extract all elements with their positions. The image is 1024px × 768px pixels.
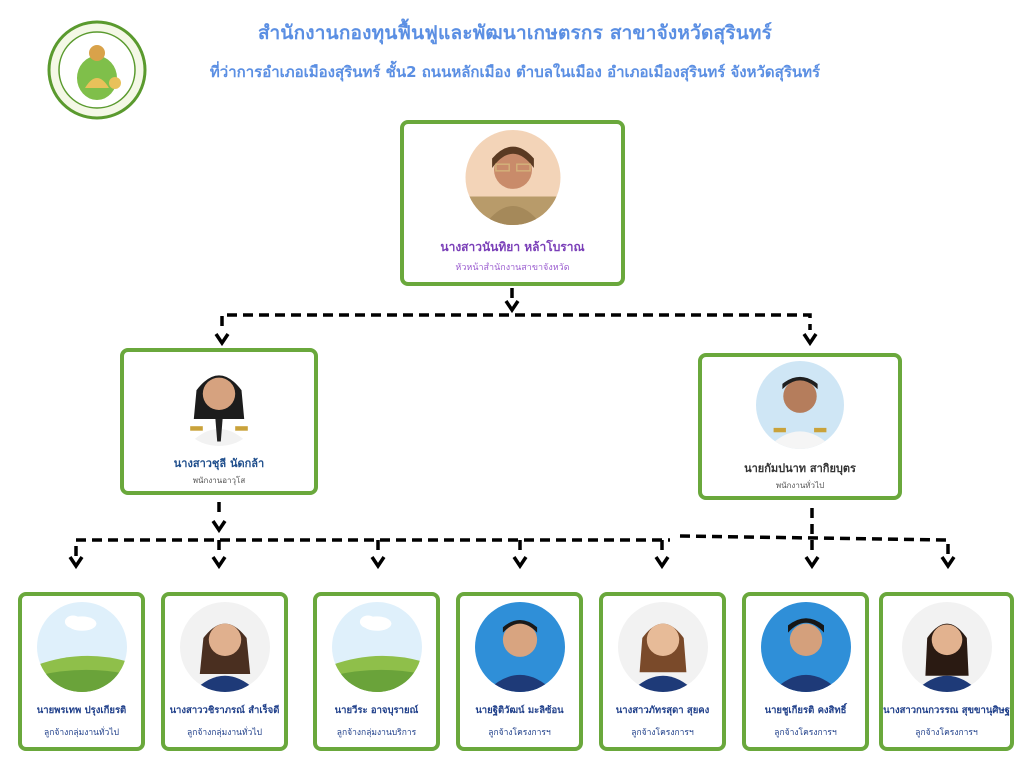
person-photo-icon xyxy=(760,602,851,692)
person-photo-icon xyxy=(901,602,992,692)
organization-logo xyxy=(40,18,155,123)
staff-name: นายฐิติวัฒน์ มะลิซ้อน xyxy=(475,705,564,716)
staff-name: นายชูเกียรติ คงสิทธิ์ xyxy=(764,705,847,716)
card-level3: นางสาวภัทรสุดา สุยคง ลูกจ้างโครงการฯ xyxy=(599,592,726,751)
card-level3: นางสาวกนกวรรณ สุขขานุศิษฐ ลูกจ้างโครงการ… xyxy=(879,592,1014,751)
staff-role: ลูกจ้างโครงการฯ xyxy=(488,728,551,738)
person-photo-icon xyxy=(179,602,270,692)
staff-role: ลูกจ้างโครงการฯ xyxy=(915,728,978,738)
level2-role: พนักงานอาวุโส xyxy=(192,476,246,485)
head-role: หัวหน้าสำนักงานสาขาจังหวัด xyxy=(455,263,570,273)
person-photo-icon xyxy=(756,361,844,449)
card-level3: นายวีระ อาจบุรายณ์ ลูกจ้างกลุ่มงานบริการ xyxy=(313,592,440,751)
head-name: นางสาวนันทิยา หล้าโบราณ xyxy=(440,240,585,254)
level2-name: นายกัมปนาท สากิยบุตร xyxy=(744,462,856,475)
page-address: ที่ว่าการอำเภอเมืองสุรินทร์ ชั้น2 ถนนหลั… xyxy=(209,63,821,81)
staff-role: ลูกจ้างโครงการฯ xyxy=(631,728,694,738)
person-photo-icon xyxy=(174,356,264,446)
person-photo-icon xyxy=(474,602,565,692)
staff-role: ลูกจ้างกลุ่มงานบริการ xyxy=(336,728,417,738)
level2-role: พนักงานทั่วไป xyxy=(775,481,825,490)
card-level3: นายฐิติวัฒน์ มะลิซ้อน ลูกจ้างโครงการฯ xyxy=(456,592,583,751)
card-level3: นายพรเทพ ปรุงเกียรติ ลูกจ้างกลุ่มงานทั่ว… xyxy=(18,592,145,751)
card-level3: นายชูเกียรติ คงสิทธิ์ ลูกจ้างโครงการฯ xyxy=(742,592,869,751)
card-level2-right: นายกัมปนาท สากิยบุตร พนักงานทั่วไป xyxy=(698,353,902,500)
staff-name: นางสาวกนกวรรณ สุขขานุศิษฐ xyxy=(883,705,1010,716)
staff-name: นางสาวภัทรสุดา สุยคง xyxy=(615,705,710,716)
person-photo-icon xyxy=(465,130,560,225)
person-photo-icon xyxy=(617,602,708,692)
placeholder-landscape-icon xyxy=(331,602,422,692)
staff-role: ลูกจ้างโครงการฯ xyxy=(774,728,837,738)
page-title: สำนักงานกองทุนฟื้นฟูและพัฒนาเกษตรกร สาขา… xyxy=(257,22,773,44)
staff-name: นายพรเทพ ปรุงเกียรติ xyxy=(36,705,127,716)
staff-name: นางสาววชิราภรณ์ สำเร็จดี xyxy=(169,705,280,716)
placeholder-landscape-icon xyxy=(36,602,127,692)
card-level3: นางสาววชิราภรณ์ สำเร็จดี ลูกจ้างกลุ่มงาน… xyxy=(161,592,288,751)
card-level2-left: นางสาวชุลี นัดกล้า พนักงานอาวุโส xyxy=(120,348,318,495)
staff-name: นายวีระ อาจบุรายณ์ xyxy=(334,705,419,716)
card-head: นางสาวนันทิยา หล้าโบราณ หัวหน้าสำนักงานส… xyxy=(400,120,625,286)
level2-name: นางสาวชุลี นัดกล้า xyxy=(173,457,265,470)
staff-role: ลูกจ้างกลุ่มงานทั่วไป xyxy=(187,728,262,738)
staff-role: ลูกจ้างกลุ่มงานทั่วไป xyxy=(44,728,119,738)
